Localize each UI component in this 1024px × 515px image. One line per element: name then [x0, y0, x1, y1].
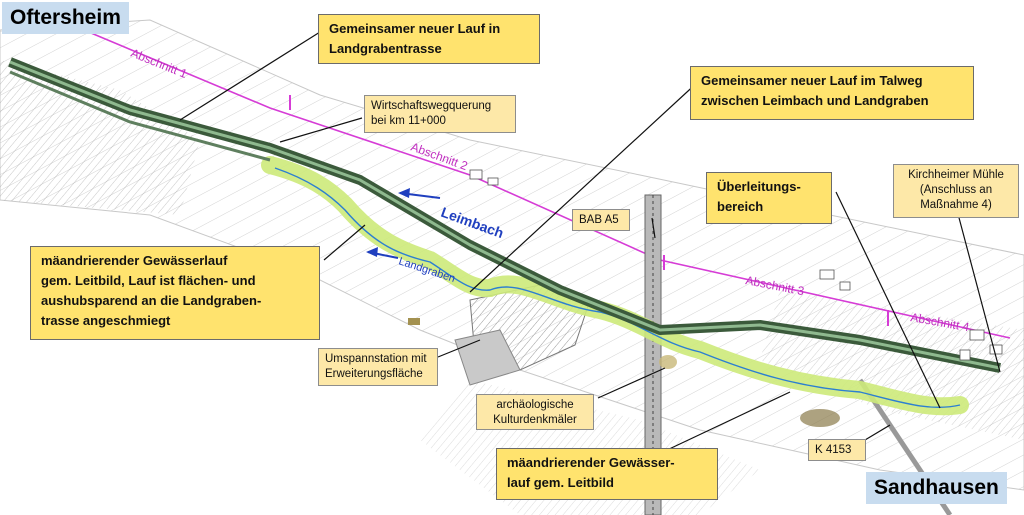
place-sandhausen: Sandhausen — [866, 472, 1007, 505]
callout-ueberleitung: Überleitungs- bereich — [706, 172, 832, 224]
place-oftersheim: Oftersheim — [2, 2, 129, 35]
meander-band — [261, 156, 969, 416]
callout-landgrabentrasse: Gemeinsamer neuer Lauf in Landgrabentras… — [318, 14, 540, 64]
archaeological-site-west — [659, 355, 677, 369]
combined-channel-inner — [9, 60, 1001, 370]
note-kirchheimer-muehle: Kirchheimer Mühle (Anschluss an Maßnahme… — [893, 164, 1019, 218]
note-k4153: K 4153 — [808, 439, 866, 461]
small-pond — [408, 318, 420, 325]
note-wirtschaftswegquerung: Wirtschaftswegquerung bei km 11+000 — [364, 95, 516, 133]
note-bab-a5: BAB A5 — [572, 209, 630, 231]
callout-maeandrierend-gewaesserlauf: mäandrierender Gewässer- lauf gem. Leitb… — [496, 448, 718, 500]
note-umspannstation: Umspannstation mit Erweiterungsfläche — [318, 348, 438, 386]
landgraben-arrow — [366, 247, 399, 259]
callout-talweg: Gemeinsamer neuer Lauf im Talweg zwische… — [690, 66, 974, 120]
upper-channel — [9, 70, 271, 162]
leimbach-arrow — [398, 188, 441, 199]
archaeological-site — [800, 409, 840, 427]
leader-lines — [179, 31, 1001, 460]
note-archaeologische-kulturdenkmaeler: archäologische Kulturdenkmäler — [476, 394, 594, 430]
buildings — [469, 169, 1003, 361]
field-strips-west — [0, 60, 200, 215]
callout-maeandrierend-leitbild: mäandrierender Gewässerlauf gem. Leitbil… — [30, 246, 320, 340]
